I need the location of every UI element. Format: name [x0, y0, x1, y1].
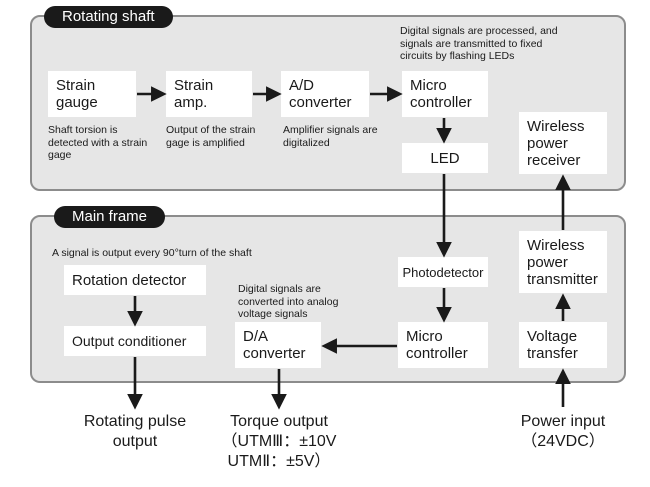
strain-gauge-block: Strain gauge — [48, 71, 136, 117]
output-conditioner-label: Output conditioner — [72, 332, 187, 349]
ad-converter-block: A/D converter — [281, 71, 369, 117]
da-converter-label: D/A converter — [243, 328, 306, 362]
strain-amp-label: Strain amp. — [174, 77, 214, 111]
led-label: LED — [430, 149, 460, 167]
voltage-transfer-block: Voltage transfer — [519, 322, 607, 368]
shaft-micro-controller-label: Micro controller — [410, 77, 472, 111]
rotating-pulse-output-label: Rotating pulse output — [83, 413, 187, 450]
torque-output-label: Torque output （UTMⅢ：±10V UTMⅡ：±5V） — [221, 413, 337, 470]
led-block: LED — [402, 143, 488, 173]
rotation-detector-label: Rotation detector — [72, 271, 187, 289]
rotation-detector-note: A signal is output every 90°turn of the … — [52, 247, 252, 259]
wireless-power-receiver-label: Wireless power receiver — [527, 117, 585, 169]
frame-micro-controller-block: Micro controller — [398, 322, 488, 368]
photodetector-block: Photodetector — [398, 257, 488, 287]
strain-amp-note: Output of the strain gage is amplified — [166, 124, 256, 149]
rotation-detector-block: Rotation detector — [64, 265, 206, 295]
rotating-shaft-title: Rotating shaft — [44, 6, 173, 28]
shaft-micro-controller-block: Micro controller — [402, 71, 488, 117]
da-converter-block: D/A converter — [235, 322, 321, 368]
ad-converter-label: A/D converter — [289, 77, 352, 111]
wireless-power-transmitter-block: Wireless power transmitter — [519, 231, 607, 293]
frame-micro-controller-label: Micro controller — [406, 328, 468, 362]
output-conditioner-block: Output conditioner — [64, 326, 206, 356]
strain-gauge-note: Shaft torsion is detected with a strain … — [48, 124, 148, 161]
voltage-transfer-label: Voltage transfer — [527, 328, 578, 362]
power-input-label: Power input （24VDC） — [520, 413, 606, 450]
strain-gauge-label: Strain gauge — [56, 77, 98, 111]
wireless-power-receiver-block: Wireless power receiver — [519, 112, 607, 174]
da-converter-note: Digital signals are converted into analo… — [238, 283, 339, 320]
strain-amp-block: Strain amp. — [166, 71, 252, 117]
main-frame-title: Main frame — [54, 206, 166, 228]
micro-controller-note: Digital signals are processed, and signa… — [400, 25, 558, 62]
wireless-power-transmitter-label: Wireless power transmitter — [527, 236, 598, 288]
ad-converter-note: Amplifier signals are digitalized — [283, 124, 378, 149]
photodetector-label: Photodetector — [402, 264, 484, 280]
